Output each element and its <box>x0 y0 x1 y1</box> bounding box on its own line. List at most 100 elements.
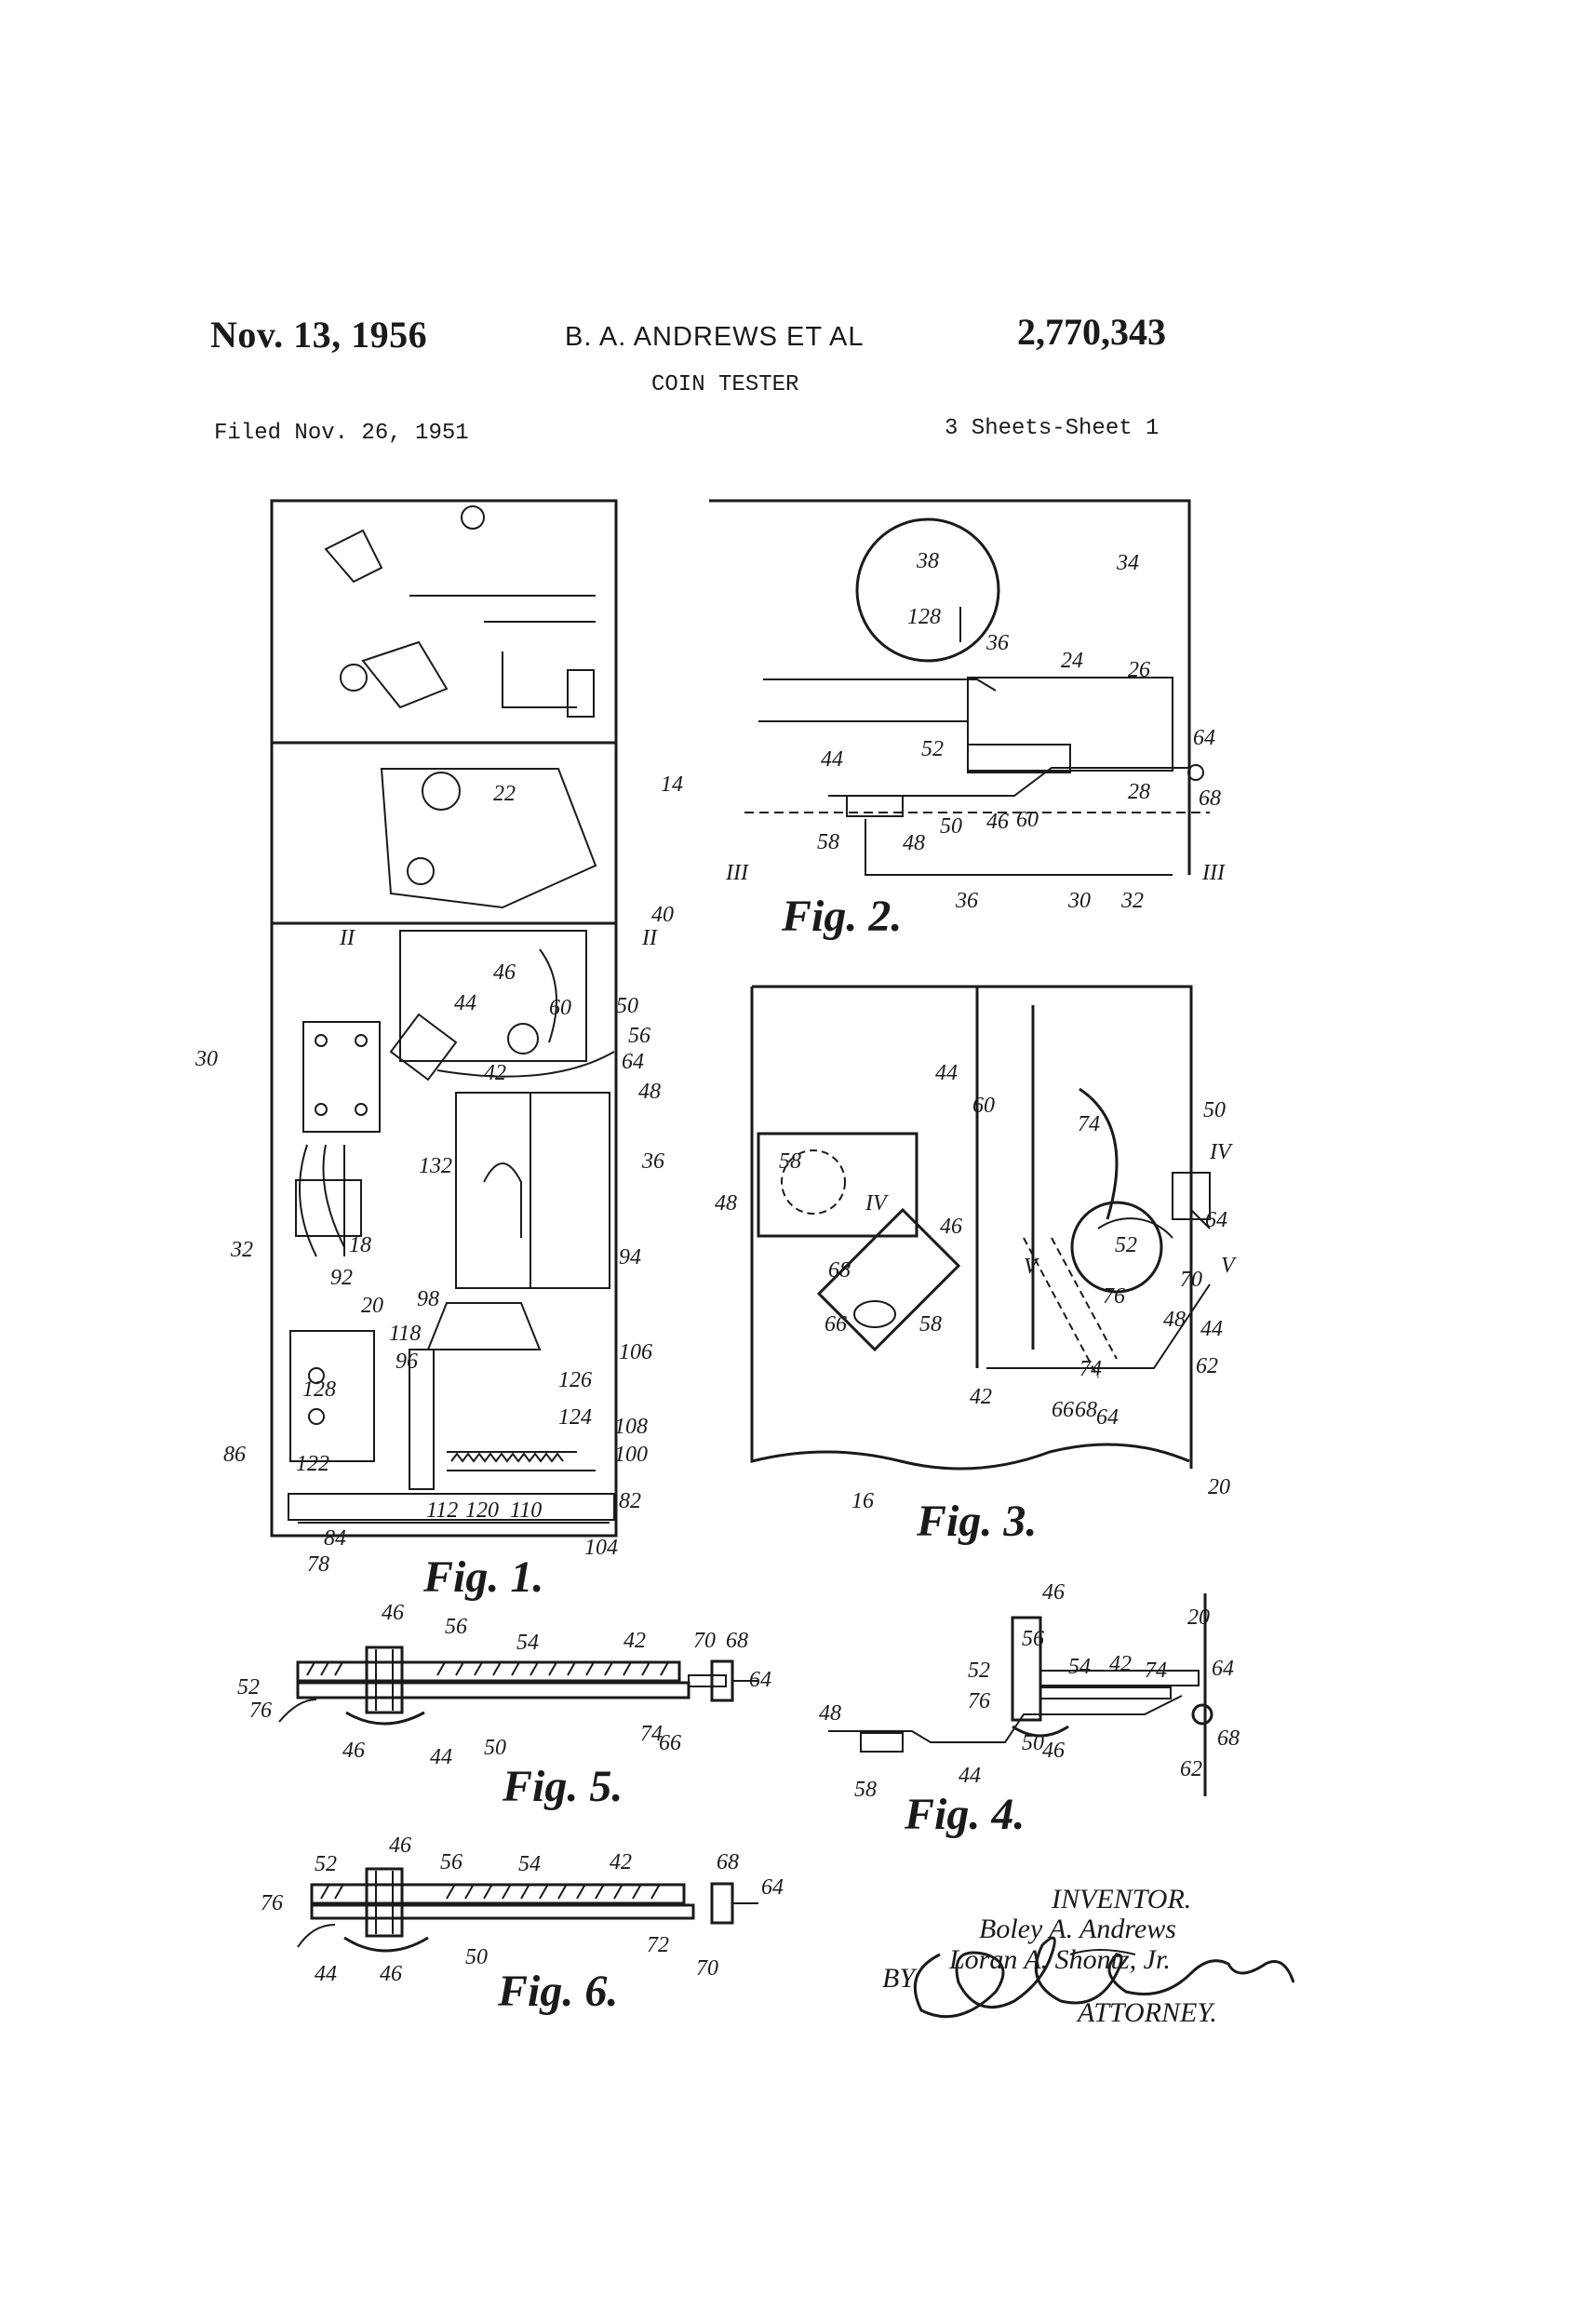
fig3-curved-chute <box>1079 1087 1119 1220</box>
fig5-ref-52: 52 <box>237 1675 260 1699</box>
inventor-heading: INVENTOR. <box>1051 1884 1191 1914</box>
fig1-ref-44: 44 <box>454 991 476 1015</box>
fig6-plate-54 <box>310 1903 695 1920</box>
fig6-ref-56: 56 <box>440 1850 463 1874</box>
fig1-relay-terminal-4 <box>355 1103 368 1116</box>
fig3-ref-64: 64 <box>1096 1405 1119 1430</box>
sheet-count: 3 Sheets-Sheet 1 <box>945 416 1160 441</box>
fig1-upper-pivot <box>461 505 485 530</box>
fig3-ref-60: 60 <box>972 1094 995 1118</box>
fig3-ref-48: 48 <box>715 1191 737 1216</box>
fig1-hook <box>483 1162 522 1238</box>
fig6-ref-42: 42 <box>610 1850 632 1874</box>
fig1-ref-106: 106 <box>619 1340 652 1364</box>
fig2-ref-64: 64 <box>1193 726 1215 750</box>
fig5-post-46 <box>365 1646 404 1714</box>
fig1-base-plate <box>288 1493 615 1521</box>
fig2-ref-60: 60 <box>1016 808 1039 832</box>
fig2-ref-III: III <box>725 861 749 885</box>
fig2-slide-52 <box>967 744 1071 773</box>
fig1-ref-14: 14 <box>661 772 683 797</box>
fig5-ref-46: 46 <box>382 1601 404 1625</box>
fig1-ref-18: 18 <box>349 1233 371 1257</box>
fig6-ref-70: 70 <box>696 1956 718 1981</box>
fig2-ref-52: 52 <box>921 737 944 761</box>
fig3-housing-right <box>752 985 1193 1469</box>
fig1-ref-46: 46 <box>493 960 516 985</box>
fig2-ref-26: 26 <box>1128 658 1150 682</box>
fig4-ref-74: 74 <box>1145 1659 1167 1683</box>
fig4-ref-56: 56 <box>1022 1627 1044 1651</box>
fig6-label: Fig. 6. <box>497 1967 618 2016</box>
fig5-label: Fig. 5. <box>502 1762 623 1811</box>
fig1-ref-32: 32 <box>230 1238 253 1262</box>
fig3-ref-IV: IV <box>1209 1140 1233 1164</box>
fig1-ref-60: 60 <box>549 996 571 1020</box>
fig3-ratchet <box>1097 1217 1173 1239</box>
fig5-ref-46: 46 <box>342 1739 365 1763</box>
fig2-plate-44 <box>828 767 1191 797</box>
fig4-ref-46: 46 <box>1042 1739 1065 1763</box>
fig1-latch-pivot <box>340 664 368 692</box>
fig4-plate-44 <box>828 1695 1183 1743</box>
fig3-ref-V: V <box>1024 1255 1039 1279</box>
fig2-ref-48: 48 <box>903 831 925 855</box>
signature-flourish <box>1069 1949 1136 1955</box>
fig5-hatching <box>306 1661 669 1676</box>
fig3-ref-44: 44 <box>1200 1317 1223 1341</box>
fig1-ref-86: 86 <box>223 1443 246 1467</box>
fig4-ref-64: 64 <box>1212 1657 1234 1681</box>
fig6-ref-46: 46 <box>380 1962 402 1986</box>
fig2-ref-68: 68 <box>1199 786 1221 811</box>
fig3-ref-76: 76 <box>1103 1284 1125 1309</box>
fig1-ref-110: 110 <box>510 1498 542 1523</box>
fig1-arc-48 <box>436 1051 615 1078</box>
fig1-coin-chute-housing <box>399 930 587 1062</box>
fig1-relay-terminal-2 <box>355 1034 368 1047</box>
fig5-cup-50 <box>345 1711 425 1726</box>
fig1-ref-40: 40 <box>651 903 674 927</box>
inventor-name-1: Boley A. Andrews <box>979 1914 1176 1944</box>
fig5-shaft-66 <box>688 1674 727 1687</box>
fig6-ref-44: 44 <box>315 1962 337 1986</box>
fig1-post-96 <box>409 1349 435 1490</box>
fig1-linkage <box>409 595 596 708</box>
fig5-plate-42 <box>296 1660 681 1683</box>
inventors-line: B. A. ANDREWS ET AL <box>565 322 865 352</box>
fig4-ref-50: 50 <box>1022 1731 1044 1755</box>
fig5-ref-44: 44 <box>430 1745 452 1769</box>
fig5-ref-76: 76 <box>249 1699 272 1723</box>
fig1-coin-46 <box>507 1023 539 1055</box>
fig3-block-58 <box>757 1132 918 1238</box>
fig6-hatching <box>320 1885 660 1900</box>
patent-number: 2,770,343 <box>1017 311 1166 353</box>
fig1-relay-terminal-1 <box>315 1034 328 1047</box>
fig4-ref-46: 46 <box>1042 1580 1065 1605</box>
fig4-label: Fig. 4. <box>904 1790 1025 1839</box>
fig3-ref-58: 58 <box>919 1312 942 1337</box>
fig1-spring <box>567 669 595 718</box>
fig1-ref-118: 118 <box>389 1322 421 1346</box>
fig6-plate-42 <box>310 1883 686 1905</box>
fig4-ref-44: 44 <box>959 1764 981 1788</box>
fig3-ref-62: 62 <box>1196 1354 1218 1378</box>
fig5-ref-56: 56 <box>445 1615 467 1639</box>
fig1-box-124 <box>289 1330 375 1462</box>
fig2-ref-34: 34 <box>1116 551 1139 575</box>
fig3-ref-58: 58 <box>779 1149 801 1174</box>
fig3-ref-V: V <box>1221 1254 1237 1278</box>
fig1-plate-22 <box>380 768 597 909</box>
fig6-ref-72: 72 <box>647 1933 669 1957</box>
fig3-ref-66: 66 <box>825 1312 847 1337</box>
fig1-latch-block <box>361 640 449 709</box>
fig3-ref-70: 70 <box>1180 1268 1202 1292</box>
fig6-ref-54: 54 <box>518 1852 541 1876</box>
fig1-ref-94: 94 <box>619 1245 641 1269</box>
fig3-ref-44: 44 <box>935 1061 958 1085</box>
fig5-nut-68 <box>710 1659 734 1702</box>
fig5-ref-70: 70 <box>693 1629 716 1653</box>
fig5-ref-66: 66 <box>659 1731 681 1755</box>
fig2-lower-plate-30 <box>865 819 1173 876</box>
fig2-ref-30: 30 <box>1067 889 1091 913</box>
